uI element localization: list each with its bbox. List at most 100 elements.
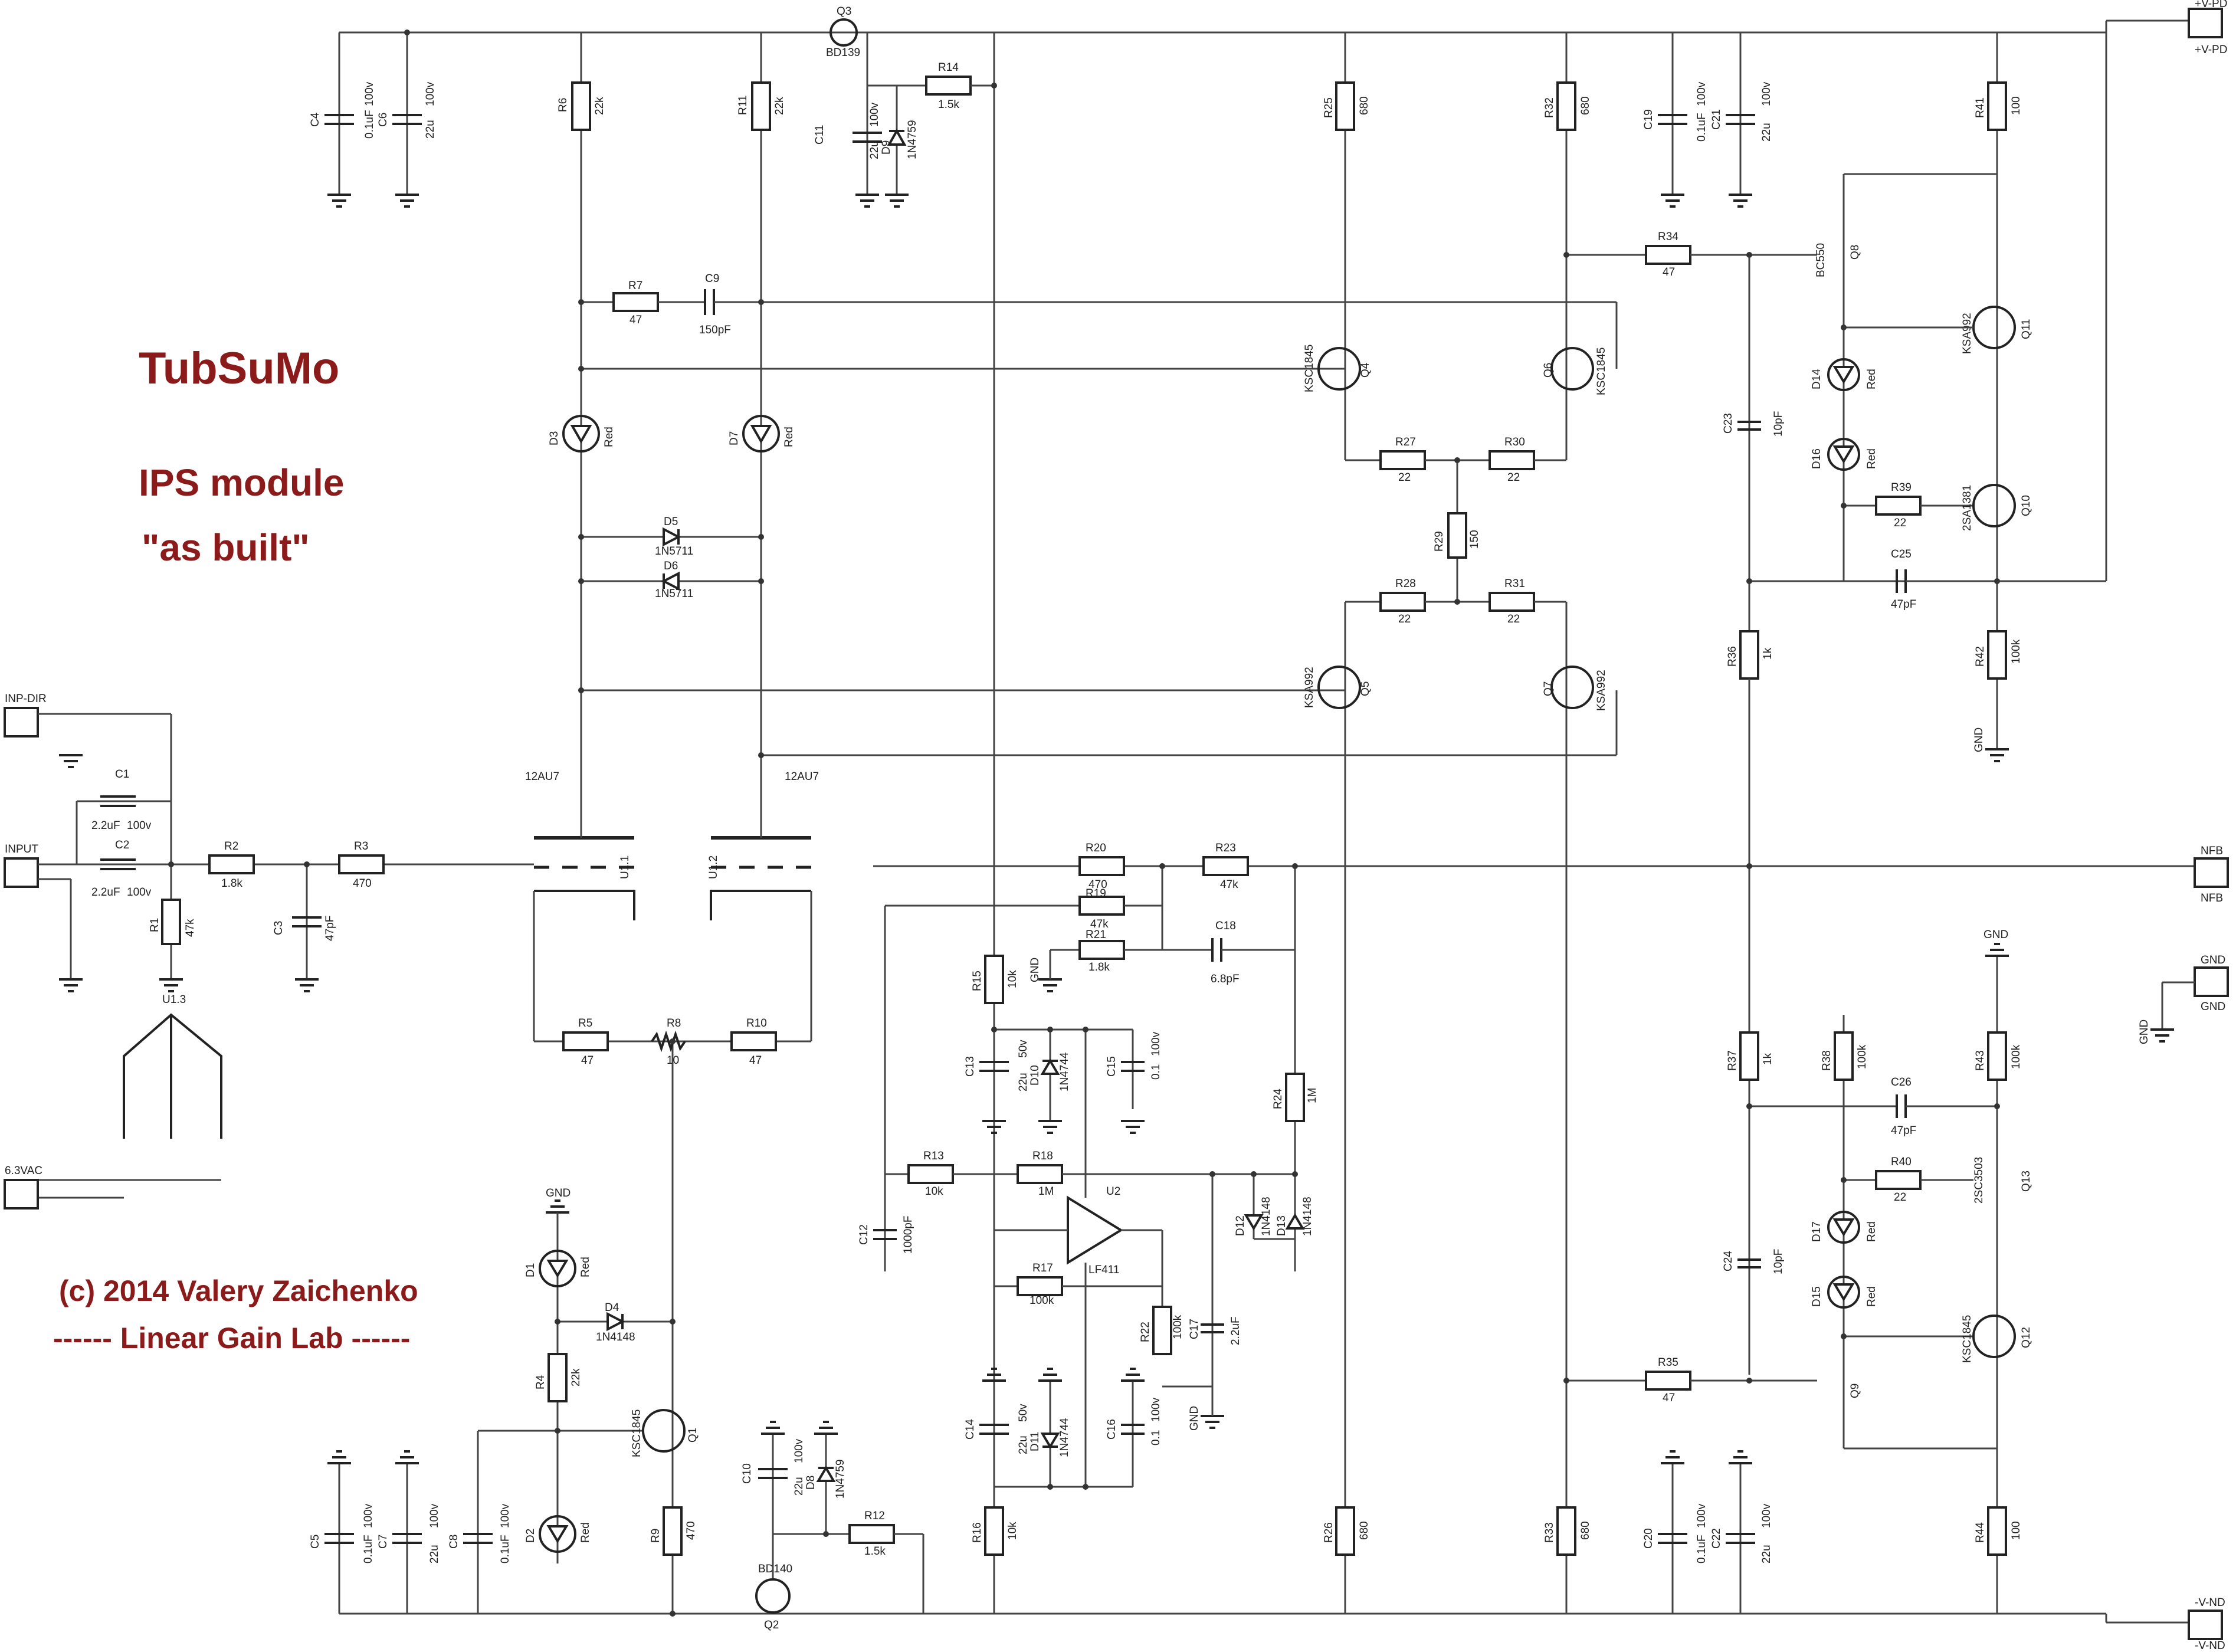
inp-dir-connector[interactable] [4,707,39,738]
plate-loads: R6 22k R11 22k R7 47 C9 150pF D5 1N5711 … [548,81,1618,756]
r33-val: 680 [1579,1521,1592,1540]
c22-volt: 100v [1760,1503,1773,1528]
subtitle-line2: "as built" [142,526,310,569]
r14-ref: R14 [938,61,959,74]
gnd-label-top: GND [2201,954,2225,966]
r4-ref: R4 [535,1375,547,1389]
rails [338,19,2195,1624]
c6-val: 22u [424,120,437,139]
r1-val: 47k [184,919,196,937]
r13-ref: R13 [923,1150,944,1162]
input-label: INPUT [5,843,38,856]
d8-ref: D8 [805,1476,817,1490]
r6-ref: R6 [557,98,569,112]
vnd-connector[interactable] [2188,1610,2223,1640]
c11-volt: 100v [868,102,881,127]
c21-volt: 100v [1760,81,1773,106]
q8-ref: Q8 [1849,245,1861,260]
c18-ref: C18 [1215,920,1236,932]
d17-ref: D17 [1811,1221,1823,1242]
vpd-connector[interactable] [2188,8,2223,38]
r18-ref: R18 [1032,1150,1053,1162]
vnd-label-bot: -V-ND [2195,1640,2225,1652]
r25-val: 680 [1358,96,1371,115]
servo-network: R20 470 R23 47k R19 47k R21 1.8k C18 6.8… [858,842,1319,1431]
q13-ref: Q13 [2020,1171,2032,1192]
d11-val: 1N4744 [1058,1418,1071,1457]
c16-ref: C16 [1106,1419,1118,1440]
d3-val: Red [603,427,615,447]
nfb-label-top: NFB [2201,845,2223,857]
r42-val: 100k [2010,639,2022,664]
u1-1-val: 12AU7 [525,771,559,783]
output-connectors: +V-PD +V-PD -V-ND -V-ND NFB NFB GND GND … [2138,0,2229,1652]
q3-ref: Q3 [837,5,851,18]
r31-val: 22 [1507,613,1520,625]
c18-val: 6.8pF [1211,973,1240,985]
r44-ref: R44 [1974,1522,1986,1543]
gnd-label-bot: GND [2201,1001,2225,1013]
copyright: (c) 2014 Valery Zaichenko [59,1274,418,1307]
c1-volt: 100v [127,820,152,832]
d14-ref: D14 [1811,369,1823,389]
c5-ref: C5 [309,1535,322,1549]
r7-ref: R7 [628,280,642,292]
gnd-connector[interactable] [2194,966,2229,997]
q2-val: BD140 [758,1563,792,1575]
r27-ref: R27 [1395,436,1416,448]
r11-val: 22k [773,97,786,115]
c19-val: 0.1uF [1696,113,1708,142]
r3-val: 470 [353,877,372,890]
cathode-network: R5 47 R8 10 R10 47 [562,1017,777,1067]
r38-val: 100k [1856,1044,1868,1069]
r16-ref: R16 [971,1522,983,1543]
q10-ref: Q10 [2020,495,2032,516]
c1-ref: C1 [115,768,129,781]
d10-val: 1N4744 [1058,1052,1071,1092]
c11-val: 22u [868,140,881,159]
gnd-r42: GND [1973,727,1985,752]
r31-ref: R31 [1504,578,1525,590]
c26-val: 47pF [1891,1125,1916,1137]
c14-val: 22u [1017,1435,1030,1454]
c14-volt: 50v [1017,1404,1030,1422]
r19-val: 47k [1090,918,1109,930]
r9-ref: R9 [650,1529,662,1543]
r30-val: 22 [1507,471,1520,484]
q9-ref: Q9 [1849,1384,1861,1398]
d8-val: 1N4759 [834,1459,847,1499]
c1-val: 2.2uF [91,820,120,832]
d6-val: 1N5711 [655,588,693,600]
nfb-connector[interactable] [2194,857,2229,888]
r17-val: 100k [1030,1294,1054,1307]
c5-val: 0.1uF [362,1535,375,1564]
r30-ref: R30 [1504,436,1525,448]
r11-ref: R11 [737,96,749,115]
c23-ref: C23 [1722,413,1735,434]
d1-val: Red [579,1257,592,1277]
r24-val: 1M [1306,1088,1319,1103]
q7-val: KSA992 [1595,670,1608,711]
r24-ref: R24 [1272,1089,1284,1109]
heater-connector[interactable] [4,1179,39,1210]
nfb-label-bot: NFB [2201,892,2223,904]
r7-val: 47 [630,314,642,326]
c6-ref: C6 [377,113,389,127]
heater-label: 6.3VAC [5,1165,42,1177]
u1-1-ref: U1.1 [619,856,631,879]
q7-ref: Q7 [1542,681,1555,696]
d15-ref: D15 [1811,1286,1823,1307]
r18-val: 1M [1038,1185,1054,1198]
input-connector[interactable] [4,857,39,888]
r44-val: 100 [2010,1521,2022,1540]
r4-val: 22k [570,1368,582,1386]
r25-ref: R25 [1323,97,1335,118]
r37-ref: R37 [1726,1050,1739,1071]
r35-ref: R35 [1658,1356,1678,1369]
c4-volt: 100v [363,81,376,106]
r29-val: 150 [1468,530,1481,549]
c20-volt: 100v [1696,1503,1708,1528]
c10-ref: C10 [741,1463,753,1484]
c21-val: 22u [1760,123,1773,142]
d11-ref: D11 [1029,1432,1041,1451]
